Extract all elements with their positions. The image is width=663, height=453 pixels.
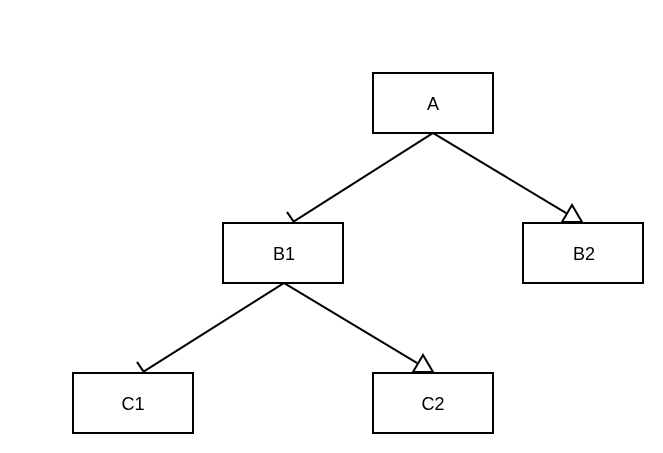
edge-b1-c2 [283, 282, 418, 364]
edges [136, 132, 584, 379]
node-b1-label: B1 [273, 244, 295, 264]
node-b2-label: B2 [573, 244, 595, 264]
node-c1-box [72, 372, 194, 434]
node-b1-box [222, 222, 344, 284]
node-b2: B2 [522, 222, 644, 284]
node-c2-label: C2 [421, 394, 444, 414]
node-c1: C1 [72, 372, 194, 434]
node-c2-box [372, 372, 494, 434]
node-c2: C2 [372, 372, 494, 434]
edge-a-b1 [292, 132, 434, 223]
edge-a-b2 [432, 132, 567, 214]
node-c1-label: C1 [121, 394, 144, 414]
node-b2-box [522, 222, 644, 284]
node-a-label: A [427, 94, 439, 114]
node-b1: B1 [222, 222, 344, 284]
node-a-box [372, 72, 494, 134]
edge-b1-c1 [142, 282, 285, 373]
node-a: A [372, 72, 494, 134]
